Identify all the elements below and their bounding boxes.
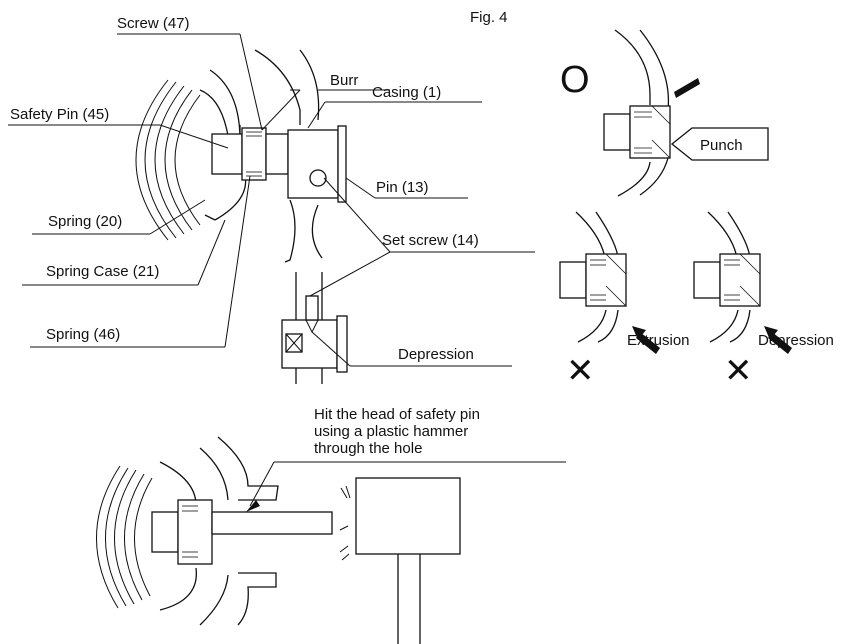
figure-title: Fig. 4 [470, 9, 508, 26]
label-depression-bad: Depression [758, 332, 834, 349]
main-assembly: Screw (47) Burr Safety Pin (45) Casing (… [8, 15, 535, 348]
label-set-screw-14: Set screw (14) [382, 232, 479, 249]
label-burr: Burr [330, 72, 358, 89]
wrong-mark-depression: ✕ [724, 352, 753, 390]
safety-pin-rod [211, 511, 333, 535]
set-screw-14 [305, 295, 319, 321]
spring-20-arcs [135, 79, 201, 241]
screw-47 [265, 133, 289, 175]
correct-detail: O Punch [560, 29, 769, 197]
arrow-extrusion-icon [636, 332, 660, 354]
spring-20-arcs-bottom [96, 465, 153, 609]
safety-pin-45 [211, 133, 243, 175]
casing-block [287, 129, 339, 199]
label-spring-case-21: Spring Case (21) [46, 263, 159, 280]
depression-detail: Depression [281, 272, 512, 384]
label-safety-pin-45: Safety Pin (45) [10, 106, 109, 123]
wrong-mark-extrusion: ✕ [566, 352, 595, 390]
wrong-extrusion-detail: Extrusion ✕ [559, 211, 690, 390]
hammer-procedure: Hit the head of safety pin using a plast… [96, 406, 566, 644]
impact-marks [339, 485, 351, 561]
label-screw-47: Screw (47) [117, 15, 190, 32]
label-depression-detail: Depression [398, 346, 474, 363]
casing-bottom-profile [237, 572, 277, 626]
arrow-depression-icon [768, 332, 792, 354]
instruction-line-2: using a plastic hammer [314, 423, 468, 440]
correct-mark: O [560, 59, 590, 101]
label-spring-20: Spring (20) [48, 213, 122, 230]
wrong-depression-detail: Depression ✕ [693, 211, 834, 390]
label-punch: Punch [700, 137, 743, 154]
punch-tool [670, 127, 769, 161]
set-screw-hole [309, 169, 327, 187]
casing-outline-bottom [284, 199, 296, 263]
label-casing-1: Casing (1) [372, 84, 441, 101]
pin-13-head [337, 125, 347, 203]
casing-outline-top [254, 49, 301, 125]
instruction-line-1: Hit the head of safety pin [314, 406, 480, 423]
instruction-line-3: through the hole [314, 440, 422, 457]
spring-case-bottom [214, 174, 247, 221]
label-pin-13: Pin (13) [376, 179, 429, 196]
plastic-hammer-head [355, 477, 461, 555]
label-extrusion: Extrusion [627, 332, 690, 349]
arrow-burr-icon [674, 78, 700, 98]
label-spring-46: Spring (46) [46, 326, 120, 343]
spring-case-top [209, 69, 241, 141]
casing-top-profile [217, 436, 279, 501]
